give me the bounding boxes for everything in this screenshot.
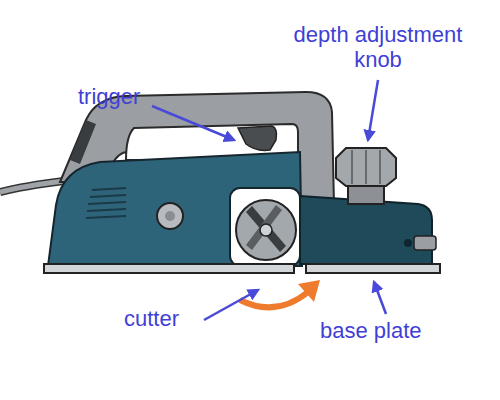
leader-arrow [152, 106, 234, 140]
part-label: trigger [78, 84, 140, 109]
part-label: base plate [320, 318, 422, 343]
side-screw [414, 236, 436, 250]
cutter-axle [260, 224, 272, 236]
power-cord [0, 181, 64, 192]
cutter-blade [246, 205, 282, 250]
leader-arrow [374, 282, 386, 314]
power-cord [0, 181, 64, 192]
part-label: depth adjustment knob [278, 22, 478, 72]
grip-rubber [70, 120, 96, 164]
badge [157, 203, 183, 229]
badge [165, 211, 175, 221]
depth-knob [336, 148, 396, 186]
motor-body [48, 152, 302, 266]
front-body [300, 196, 432, 264]
screw-hole [404, 239, 412, 247]
leader-arrow [368, 80, 378, 140]
rotation-arrowhead [298, 280, 320, 302]
front-base-plate [306, 264, 440, 273]
vents [86, 188, 126, 218]
rear-base-plate [44, 264, 294, 273]
cutter-window [230, 188, 300, 266]
part-label: cutter [124, 306, 179, 331]
trigger-switch [238, 126, 277, 150]
leader-arrow [204, 290, 258, 320]
cutter-drum [236, 200, 296, 260]
cutter-blade [246, 206, 286, 252]
knob-ridges [352, 150, 380, 184]
